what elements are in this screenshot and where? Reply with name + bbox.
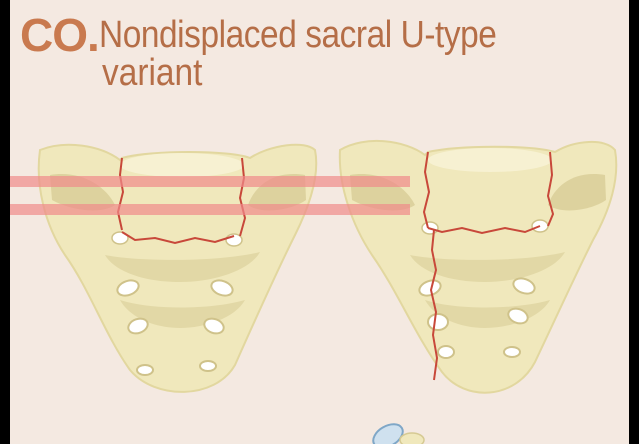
sacrum-right-s1-body	[428, 148, 552, 172]
sacrum-left-foramen-3l	[137, 365, 153, 375]
sacrum-right-foramen-3l	[438, 346, 454, 358]
sacrum-right-foramen-2l	[428, 314, 448, 330]
sacrum-right-foramen-3r	[504, 347, 520, 357]
highlight-band-upper	[10, 176, 410, 187]
partial-bone-fragment	[369, 419, 424, 444]
highlight-band-lower	[10, 204, 410, 215]
sacrum-illustrations	[10, 0, 629, 444]
sacrum-left-s1-body	[120, 153, 244, 177]
sacrum-left-foramen-3r	[200, 361, 216, 371]
figure-panel: CO.Nondisplaced sacral U-type variant	[10, 0, 629, 444]
